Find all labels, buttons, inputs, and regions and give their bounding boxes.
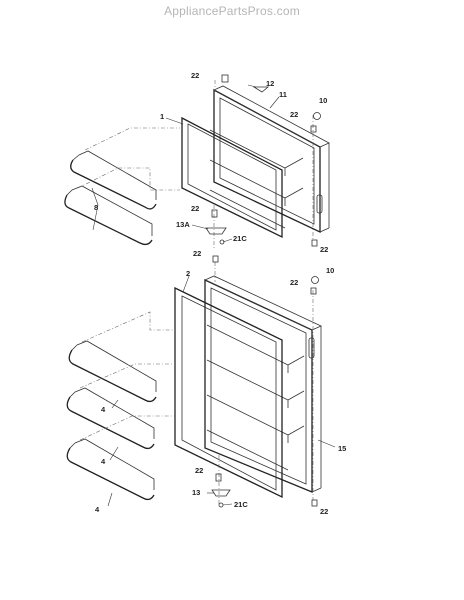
screw-22 (311, 499, 318, 507)
callout-15: 15 (338, 444, 346, 453)
callout-22: 22 (290, 110, 298, 119)
callout-4: 4 (95, 505, 100, 514)
fresh-food-door-shelf (66, 438, 155, 501)
callout-labels: 22 12 11 1 10 22 8 22 13A 21C 22 22 2 10… (94, 71, 346, 516)
screw-22 (215, 473, 222, 482)
screw-22 (211, 209, 218, 218)
fresh-food-door-assembly (66, 255, 322, 508)
callout-10: 10 (319, 96, 327, 105)
callout-2: 2 (186, 269, 190, 278)
callout-13: 13 (192, 488, 200, 497)
callout-22: 22 (193, 249, 201, 258)
screw-22 (310, 125, 317, 133)
callout-13a: 13A (176, 220, 190, 229)
screw-21c (219, 239, 225, 245)
hinge-pin-22 (221, 74, 229, 83)
callout-12: 12 (266, 79, 274, 88)
hinge-bracket-13a (205, 227, 227, 235)
freezer-door-panel (209, 85, 330, 234)
plug-10 (311, 276, 319, 284)
screw-22 (311, 239, 318, 247)
leader-lines (91, 84, 336, 507)
callout-8: 8 (94, 203, 98, 212)
callout-4: 4 (101, 405, 106, 414)
freezer-gasket (181, 116, 283, 239)
callout-22: 22 (290, 278, 298, 287)
callout-22: 22 (195, 466, 203, 475)
fresh-food-door-shelf (68, 340, 157, 403)
callout-22: 22 (191, 71, 199, 80)
callout-4: 4 (101, 457, 106, 466)
screw-21c (218, 502, 224, 508)
plug-10 (313, 112, 321, 120)
callout-21c: 21C (234, 500, 248, 509)
fresh-food-door-panel (204, 275, 322, 493)
freezer-door-assembly (64, 74, 330, 250)
fresh-food-gasket (174, 286, 283, 499)
watermark-text: AppliancePartsPros.com (164, 4, 300, 18)
screw-22 (310, 287, 317, 295)
hinge-cover-12 (252, 86, 270, 93)
callout-22: 22 (320, 245, 328, 254)
hinge-bracket-13 (211, 489, 231, 497)
screw-22 (212, 255, 219, 263)
fresh-food-door-shelf (66, 387, 155, 450)
callout-1: 1 (160, 112, 164, 121)
callout-22: 22 (191, 204, 199, 213)
callout-22: 22 (320, 507, 328, 516)
callout-10: 10 (326, 266, 334, 275)
callout-21c: 21C (233, 234, 247, 243)
callout-11: 11 (279, 90, 287, 99)
freezer-door-shelf (64, 150, 157, 246)
